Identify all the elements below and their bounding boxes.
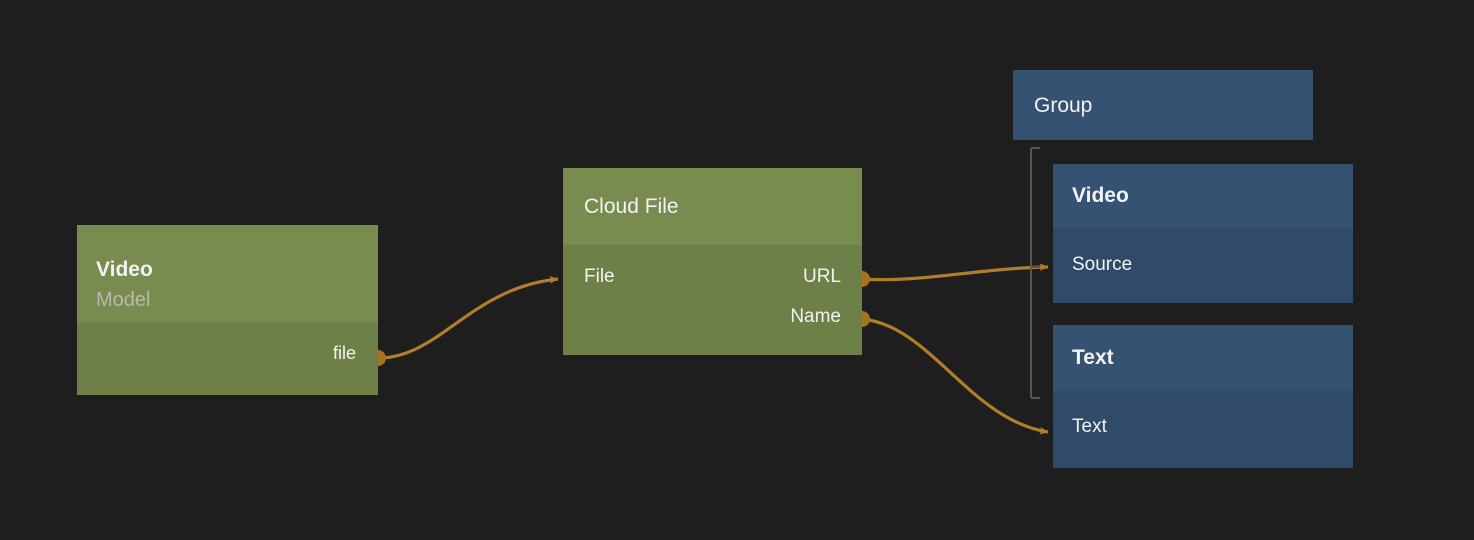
input-port-label-source: Source bbox=[1072, 254, 1133, 275]
input-port-row-source[interactable]: Source bbox=[1072, 254, 1132, 276]
edge-name-to-text bbox=[861, 317, 1049, 435]
node-text-object[interactable]: Text Text bbox=[1053, 325, 1353, 468]
node-video-object-header[interactable]: Video bbox=[1053, 164, 1353, 228]
node-cloud-file-title: Cloud File bbox=[584, 194, 679, 218]
node-text-object-body: Text bbox=[1053, 391, 1353, 468]
group-bracket bbox=[1030, 147, 1040, 399]
node-video-object-title: Video bbox=[1072, 184, 1129, 208]
input-port-label-file: File bbox=[584, 266, 615, 287]
output-port-row-name[interactable]: Name bbox=[790, 306, 841, 328]
output-port-label-name: Name bbox=[790, 306, 841, 327]
output-port-label-file: file bbox=[332, 343, 356, 363]
node-video-model-body: file bbox=[77, 322, 378, 395]
node-video-model[interactable]: Video Model file bbox=[77, 225, 378, 395]
node-cloud-file-header[interactable]: Cloud File bbox=[563, 168, 862, 245]
input-port-row-file[interactable]: File bbox=[584, 266, 615, 288]
node-video-model-title: Video bbox=[96, 258, 153, 282]
edge-url-to-source bbox=[861, 263, 1049, 282]
node-video-object[interactable]: Video Source bbox=[1053, 164, 1353, 303]
node-text-object-header[interactable]: Text bbox=[1053, 325, 1353, 391]
output-port-row-url[interactable]: URL bbox=[803, 266, 841, 288]
node-text-object-title: Text bbox=[1072, 346, 1114, 370]
node-video-model-header[interactable]: Video Model bbox=[77, 225, 378, 322]
input-port-label-text: Text bbox=[1072, 416, 1107, 437]
node-cloud-file-body: File URL Name bbox=[563, 245, 862, 355]
node-group[interactable]: Group bbox=[1013, 70, 1313, 140]
edge-file-to-cloudfile bbox=[377, 275, 559, 360]
node-video-model-subtitle: Model bbox=[96, 288, 151, 311]
output-port-row-file[interactable]: file bbox=[333, 343, 356, 364]
input-port-row-text[interactable]: Text bbox=[1072, 416, 1107, 438]
node-cloud-file[interactable]: Cloud File File URL Name bbox=[563, 168, 862, 355]
node-video-object-body: Source bbox=[1053, 228, 1353, 303]
output-port-label-url: URL bbox=[802, 266, 841, 287]
node-group-label: Group bbox=[1034, 94, 1093, 117]
